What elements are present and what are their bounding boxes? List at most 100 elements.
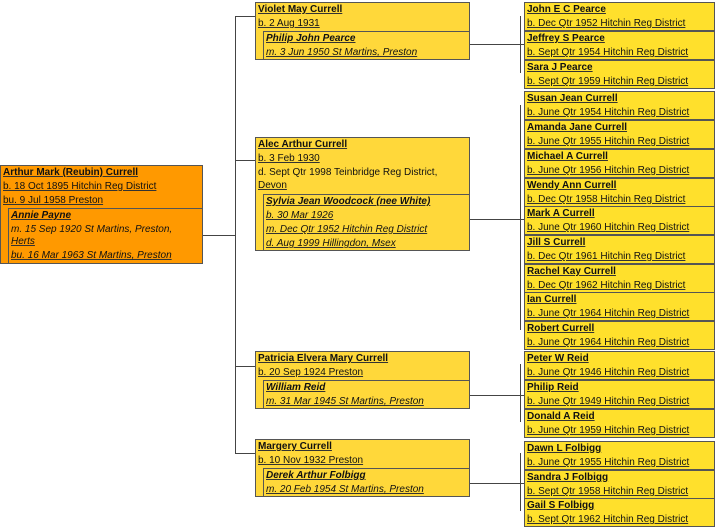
person-name: Jeffrey S Pearce: [527, 33, 605, 44]
grandchild-box[interactable]: Ian Currell b. June Qtr 1964 Hitchin Reg…: [524, 292, 715, 321]
connector: [520, 16, 521, 73]
birth-info: b. Dec Qtr 1961 Hitchin Reg District: [527, 251, 686, 262]
burial-info: bu. 9 Jul 1958 Preston: [3, 195, 104, 206]
connector: [520, 105, 521, 330]
person-name: Michael A Currell: [527, 151, 608, 162]
connector: [470, 483, 524, 484]
person-box-child[interactable]: Margery Currell b. 10 Nov 1932 Preston D…: [255, 439, 470, 497]
connector: [202, 235, 236, 236]
person-box-root[interactable]: Arthur Mark (Reubin) Currell b. 18 Oct 1…: [0, 165, 203, 264]
grandchild-box[interactable]: Dawn L Folbigg b. June Qtr 1955 Hitchin …: [524, 441, 715, 470]
grandchild-box[interactable]: Sara J Pearce b. Sept Qtr 1959 Hitchin R…: [524, 60, 715, 89]
birth-info: b. June Qtr 1955 Hitchin Reg District: [527, 457, 690, 468]
person-box-child[interactable]: Patricia Elvera Mary Currell b. 20 Sep 1…: [255, 351, 470, 409]
grandchild-box[interactable]: Jeffrey S Pearce b. Sept Qtr 1954 Hitchi…: [524, 31, 715, 60]
spouse-box[interactable]: William Reid m. 31 Mar 1945 St Martins, …: [263, 380, 469, 408]
person-name: Gail S Folbigg: [527, 500, 595, 511]
connector: [235, 160, 255, 161]
grandchild-box[interactable]: Peter W Reid b. June Qtr 1946 Hitchin Re…: [524, 351, 715, 380]
person-name: Susan Jean Currell: [527, 93, 618, 104]
person-name: Alec Arthur Currell: [258, 139, 348, 150]
person-name: Mark A Currell: [527, 208, 595, 219]
birth-info: b. Dec Qtr 1952 Hitchin Reg District: [527, 18, 686, 29]
birth-info: b. June Qtr 1954 Hitchin Reg District: [527, 107, 690, 118]
marriage-info: m. Dec Qtr 1952 Hitchin Reg District: [266, 224, 428, 235]
grandchild-box[interactable]: Robert Currell b. June Qtr 1964 Hitchin …: [524, 321, 715, 350]
person-name: Sara J Pearce: [527, 62, 593, 73]
person-name: Violet May Currell: [258, 4, 343, 15]
birth-info: b. June Qtr 1946 Hitchin Reg District: [527, 367, 690, 378]
connector: [470, 219, 524, 220]
person-name: Arthur Mark (Reubin) Currell: [3, 167, 139, 178]
burial-info: bu. 16 Mar 1963 St Martins, Preston: [11, 250, 172, 261]
grandchild-box[interactable]: Philip Reid b. June Qtr 1949 Hitchin Reg…: [524, 380, 715, 409]
birth-info: b. 30 Mar 1926: [266, 210, 334, 221]
person-box-child[interactable]: Violet May Currell b. 2 Aug 1931 Philip …: [255, 2, 470, 60]
grandchild-box[interactable]: Michael A Currell b. June Qtr 1956 Hitch…: [524, 149, 715, 178]
birth-info: b. 20 Sep 1924 Preston: [258, 367, 364, 378]
spouse-name: Annie Payne: [11, 210, 72, 221]
birth-info: b. 10 Nov 1932 Preston: [258, 455, 364, 466]
person-name: Peter W Reid: [527, 353, 589, 364]
connector: [235, 453, 255, 454]
birth-info: b. Dec Qtr 1962 Hitchin Reg District: [527, 280, 686, 291]
marriage-info: m. 15 Sep 1920 St Martins, Preston,: [11, 224, 173, 235]
person-name: Donald A Reid: [527, 411, 595, 422]
birth-info: b. June Qtr 1964 Hitchin Reg District: [527, 308, 690, 319]
birth-info: b. June Qtr 1959 Hitchin Reg District: [527, 425, 690, 436]
connector: [470, 395, 524, 396]
connector: [235, 16, 236, 454]
birth-info: b. Sept Qtr 1962 Hitchin Reg District: [527, 514, 689, 525]
grandchild-box[interactable]: Susan Jean Currell b. June Qtr 1954 Hitc…: [524, 91, 715, 120]
grandchild-box[interactable]: Jill S Currell b. Dec Qtr 1961 Hitchin R…: [524, 235, 715, 264]
spouse-name: Derek Arthur Folbigg: [266, 470, 366, 481]
grandchild-box[interactable]: Sandra J Folbigg b. Sept Qtr 1958 Hitchi…: [524, 470, 715, 499]
connector: [520, 453, 521, 511]
person-name: Robert Currell: [527, 323, 595, 334]
spouse-box[interactable]: Sylvia Jean Woodcock (nee White) b. 30 M…: [263, 194, 469, 250]
person-name: Ian Currell: [527, 294, 577, 305]
person-name: Sandra J Folbigg: [527, 472, 609, 483]
death-info: d. Aug 1999 Hillingdon, Msex: [266, 238, 396, 249]
person-name: Amanda Jane Currell: [527, 122, 628, 133]
death-info: d. Sept Qtr 1998 Teinbridge Reg District…: [258, 167, 438, 178]
birth-info: b. Sept Qtr 1954 Hitchin Reg District: [527, 47, 689, 58]
connector: [520, 364, 521, 422]
marriage-info: m. 3 Jun 1950 St Martins, Preston: [266, 47, 418, 58]
birth-info: b. June Qtr 1960 Hitchin Reg District: [527, 222, 690, 233]
grandchild-box[interactable]: Donald A Reid b. June Qtr 1959 Hitchin R…: [524, 409, 715, 438]
person-box-child[interactable]: Alec Arthur Currell b. 3 Feb 1930 d. Sep…: [255, 137, 470, 251]
connector: [235, 16, 255, 17]
birth-info: b. June Qtr 1955 Hitchin Reg District: [527, 136, 690, 147]
marriage-place: Herts: [11, 236, 35, 247]
person-name: Rachel Kay Currell: [527, 266, 616, 277]
person-name: Philip Reid: [527, 382, 579, 393]
person-name: Margery Currell: [258, 441, 332, 452]
person-name: John E C Pearce: [527, 4, 606, 15]
grandchild-box[interactable]: Rachel Kay Currell b. Dec Qtr 1962 Hitch…: [524, 264, 715, 293]
birth-info: b. June Qtr 1956 Hitchin Reg District: [527, 165, 690, 176]
death-place: Devon: [258, 180, 287, 191]
birth-info: b. 2 Aug 1931: [258, 18, 320, 29]
grandchild-box[interactable]: Amanda Jane Currell b. June Qtr 1955 Hit…: [524, 120, 715, 149]
grandchild-box[interactable]: Gail S Folbigg b. Sept Qtr 1962 Hitchin …: [524, 498, 715, 527]
grandchild-box[interactable]: Mark A Currell b. June Qtr 1960 Hitchin …: [524, 206, 715, 235]
birth-info: b. June Qtr 1964 Hitchin Reg District: [527, 337, 690, 348]
spouse-box[interactable]: Annie Payne m. 15 Sep 1920 St Martins, P…: [8, 208, 202, 263]
person-name: Wendy Ann Currell: [527, 180, 617, 191]
connector: [235, 366, 255, 367]
connector: [470, 44, 524, 45]
spouse-name: Sylvia Jean Woodcock (nee White): [266, 196, 431, 207]
spouse-name: William Reid: [266, 382, 326, 393]
person-name: Patricia Elvera Mary Currell: [258, 353, 389, 364]
person-name: Jill S Currell: [527, 237, 586, 248]
spouse-box[interactable]: Philip John Pearce m. 3 Jun 1950 St Mart…: [263, 31, 469, 59]
grandchild-box[interactable]: John E C Pearce b. Dec Qtr 1952 Hitchin …: [524, 2, 715, 31]
spouse-box[interactable]: Derek Arthur Folbigg m. 20 Feb 1954 St M…: [263, 468, 469, 496]
birth-info: b. Dec Qtr 1958 Hitchin Reg District: [527, 194, 686, 205]
grandchild-box[interactable]: Wendy Ann Currell b. Dec Qtr 1958 Hitchi…: [524, 178, 715, 207]
birth-info: b. Sept Qtr 1959 Hitchin Reg District: [527, 76, 689, 87]
birth-info: b. 3 Feb 1930: [258, 153, 320, 164]
birth-info: b. Sept Qtr 1958 Hitchin Reg District: [527, 486, 689, 497]
